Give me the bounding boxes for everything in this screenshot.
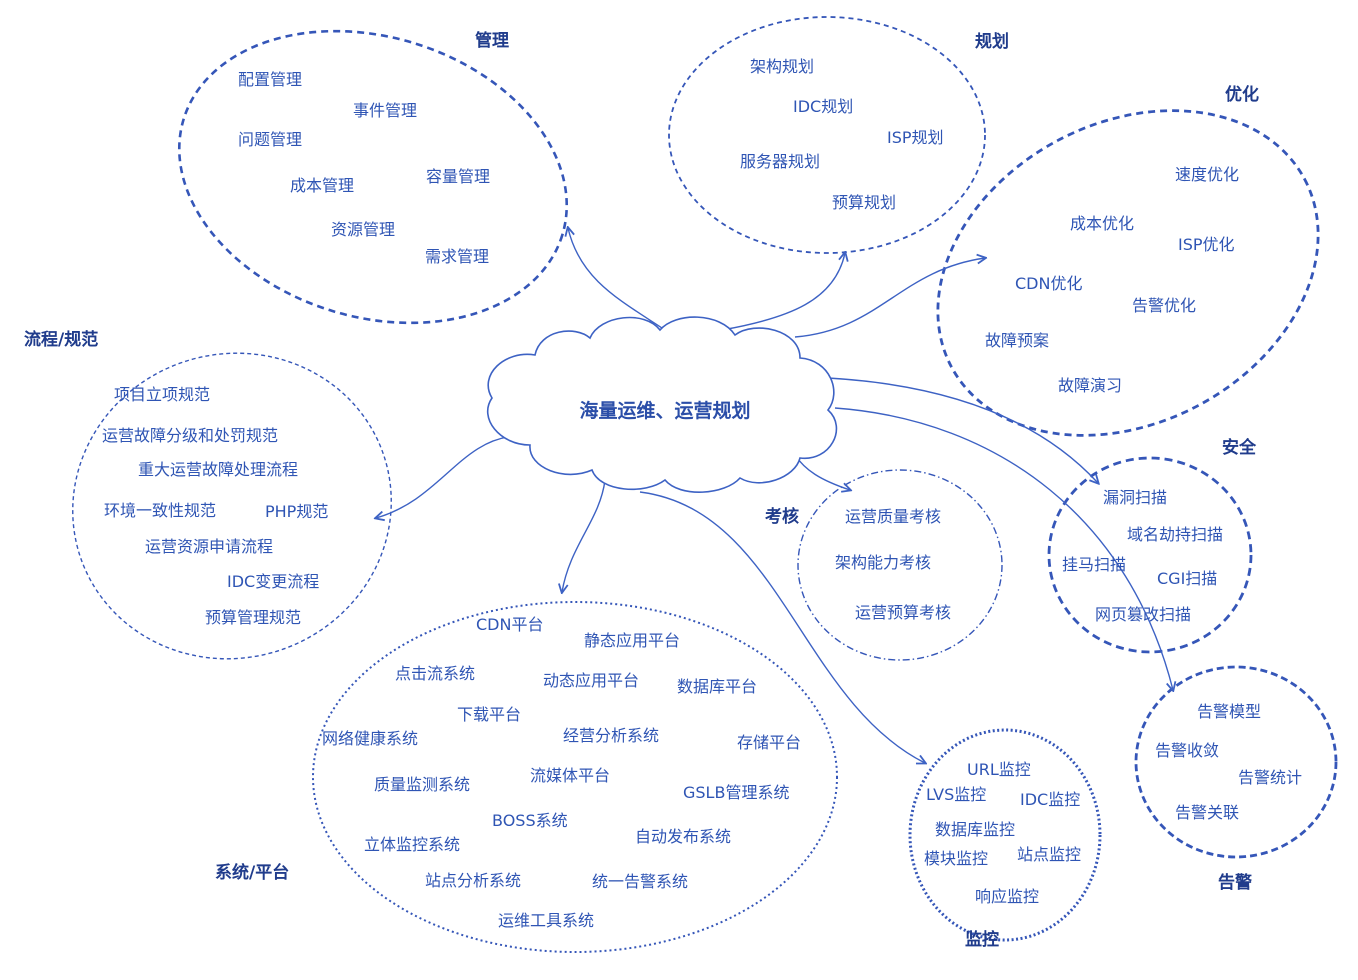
systems-item: 点击流系统 (395, 664, 475, 683)
systems-item: CDN平台 (476, 615, 543, 634)
connector-assessment (794, 454, 850, 490)
center-title: 海量运维、运营规划 (579, 399, 750, 422)
alerts-item: 告警模型 (1197, 702, 1261, 721)
connector-process (376, 435, 516, 518)
assessment-title: 考核 (764, 506, 799, 527)
systems-item: GSLB管理系统 (683, 783, 789, 802)
assessment-item: 运营质量考核 (845, 507, 941, 526)
planning-ring (668, 16, 986, 254)
management-item: 资源管理 (331, 220, 395, 239)
monitoring-item: IDC监控 (1020, 790, 1080, 809)
systems-item: 统一告警系统 (592, 872, 688, 891)
connector-management (568, 228, 666, 331)
systems-title: 系统/平台 (215, 862, 289, 883)
security-item: 网页篡改扫描 (1095, 605, 1191, 624)
security-item: CGI扫描 (1157, 569, 1217, 588)
optimization-item: 告警优化 (1132, 296, 1196, 315)
security-item: 挂马扫描 (1062, 555, 1126, 574)
optimization-title: 优化 (1225, 84, 1259, 105)
process-item: 预算管理规范 (205, 608, 301, 627)
assessment-item: 运营预算考核 (855, 603, 951, 622)
monitoring-item: 响应监控 (975, 887, 1039, 906)
systems-item: 下载平台 (457, 705, 521, 724)
center-cloud: 海量运维、运营规划 (486, 316, 838, 493)
monitoring-ring (908, 728, 1102, 942)
security-item: 域名劫持扫描 (1127, 525, 1223, 544)
planning-item: 架构规划 (750, 57, 814, 76)
monitoring-title: 监控 (965, 929, 999, 950)
connector-alerts (834, 407, 1173, 690)
systems-item: 数据库平台 (677, 677, 757, 696)
monitoring-item: 数据库监控 (935, 820, 1015, 839)
systems-ring (312, 601, 838, 953)
systems-item: 立体监控系统 (364, 835, 460, 854)
systems-item: 站点分析系统 (425, 871, 521, 890)
systems-item: 自动发布系统 (635, 827, 731, 846)
alerts-item: 告警统计 (1238, 768, 1302, 787)
management-item: 事件管理 (353, 101, 417, 120)
process-item: 环境一致性规范 (104, 501, 216, 520)
planning-item: 预算规划 (832, 193, 896, 212)
process-item: PHP规范 (265, 502, 328, 521)
optimization-ring (936, 109, 1320, 437)
systems-item: BOSS系统 (492, 811, 568, 830)
alerts-item: 告警关联 (1175, 803, 1239, 822)
process-item: 运营故障分级和处罚规范 (102, 426, 278, 445)
process-item: IDC变更流程 (227, 572, 319, 591)
optimization-item: 成本优化 (1070, 214, 1134, 233)
management-item: 配置管理 (238, 70, 302, 89)
process-item: 重大运营故障处理流程 (138, 460, 298, 479)
connector-monitoring (639, 491, 925, 763)
process-item: 运营资源申请流程 (145, 537, 273, 556)
systems-item: 质量监测系统 (374, 775, 470, 794)
monitoring-item: 模块监控 (924, 849, 988, 868)
systems-item: 存储平台 (737, 733, 801, 752)
monitoring-item: 站点监控 (1017, 845, 1081, 864)
management-item: 需求管理 (425, 247, 489, 266)
process-title: 流程/规范 (24, 329, 98, 350)
systems-item: 网络健康系统 (322, 729, 418, 748)
security-item: 漏洞扫描 (1103, 488, 1167, 507)
monitoring-item: URL监控 (967, 760, 1031, 779)
connector-optimization (794, 258, 985, 338)
optimization-item: ISP优化 (1178, 235, 1235, 254)
systems-item: 静态应用平台 (584, 631, 680, 650)
planning-item: ISP规划 (887, 128, 944, 147)
connector-planning (721, 253, 845, 331)
monitoring-item: LVS监控 (926, 785, 986, 804)
management-item: 成本管理 (290, 176, 354, 195)
systems-item: 动态应用平台 (543, 671, 639, 690)
security-title: 安全 (1222, 437, 1257, 458)
process-item: 项目立项规范 (114, 385, 210, 404)
planning-item: 服务器规划 (740, 152, 820, 171)
security-ring (1047, 456, 1253, 654)
connector-security (827, 377, 1098, 483)
process-ring (72, 352, 392, 660)
planning-item: IDC规划 (793, 97, 853, 116)
systems-item: 经营分析系统 (563, 726, 659, 745)
alerts-ring (1134, 665, 1338, 859)
optimization-item: 速度优化 (1175, 165, 1239, 184)
systems-item: 流媒体平台 (530, 766, 610, 785)
management-item: 问题管理 (238, 130, 302, 149)
management-title: 管理 (475, 30, 509, 51)
assessment-ring (797, 469, 1003, 661)
optimization-item: 故障预案 (985, 331, 1049, 350)
planning-title: 规划 (975, 31, 1009, 52)
connector-systems (562, 479, 606, 592)
management-ring (177, 29, 569, 325)
alerts-title: 告警 (1218, 872, 1252, 893)
optimization-item: 故障演习 (1058, 376, 1122, 395)
optimization-item: CDN优化 (1015, 274, 1082, 293)
assessment-item: 架构能力考核 (835, 553, 931, 572)
alerts-item: 告警收敛 (1155, 741, 1219, 760)
systems-item: 运维工具系统 (498, 911, 594, 930)
management-item: 容量管理 (426, 167, 490, 186)
